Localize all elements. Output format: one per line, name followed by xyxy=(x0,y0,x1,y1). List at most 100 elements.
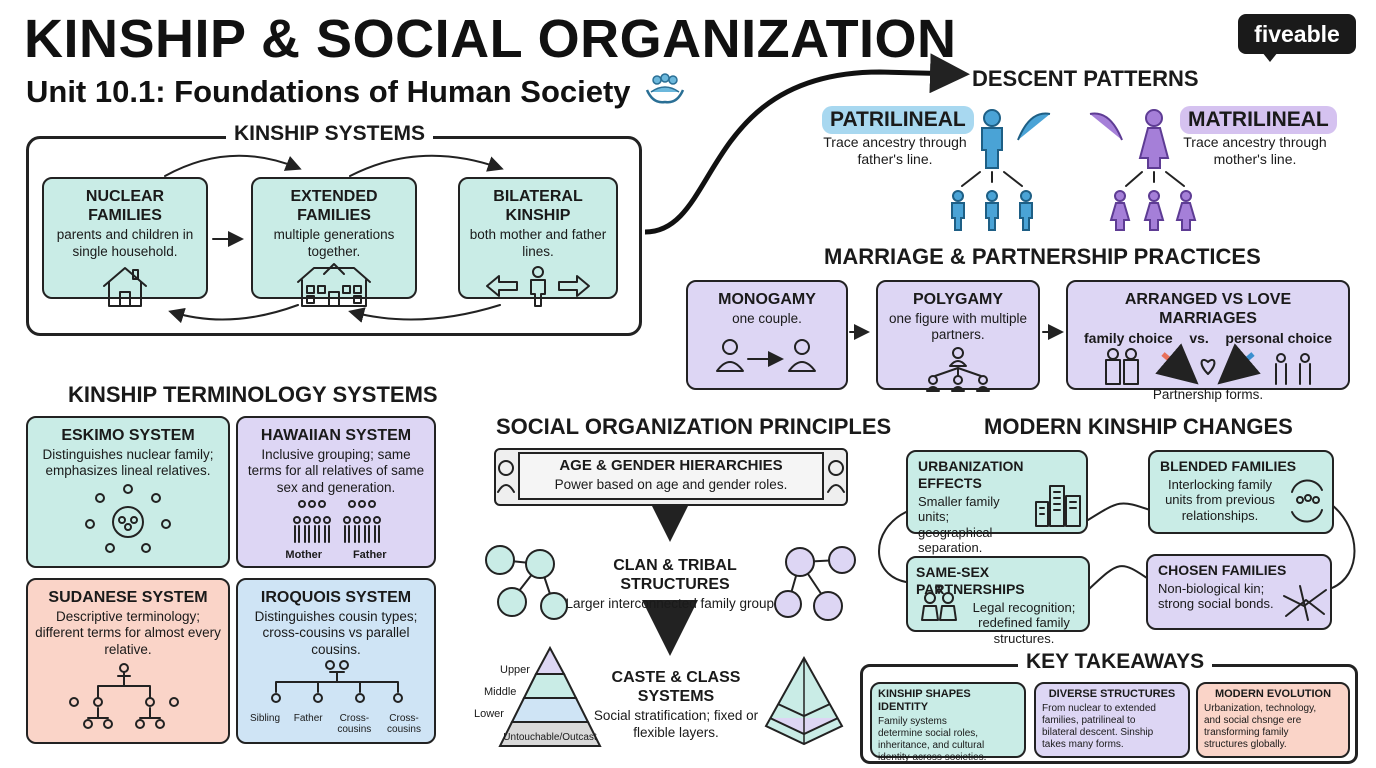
monogamy-text: one couple. xyxy=(732,311,802,327)
matrilineal-label: MATRILINEAL xyxy=(1180,106,1337,134)
same-sex-text: Legal recognition; redefined family stru… xyxy=(972,599,1076,646)
takeaway-evolution-title: MODERN EVOLUTION xyxy=(1214,688,1332,700)
pyramid-lower-label: Lower xyxy=(474,708,504,720)
hawaiian-father-label: Father xyxy=(352,548,387,561)
pyramid-middle-label: Middle xyxy=(484,686,517,698)
hawaiian-mother-label: Mother xyxy=(285,548,323,561)
urbanization-title: URBANIZATION EFFECTS xyxy=(918,458,1024,491)
community-hands-icon xyxy=(646,73,685,104)
eskimo-text: Distinguishes nuclear family; emphasizes… xyxy=(42,447,214,479)
iroquois-text: Distinguishes cousin types; cross-cousin… xyxy=(254,609,418,657)
same-sex-title: SAME-SEX PARTNERSHIPS xyxy=(916,564,1025,597)
eskimo-network-icon xyxy=(85,483,171,553)
clan-network-right xyxy=(774,546,856,621)
monogamy-title: MONOGAMY xyxy=(718,291,816,308)
class-pyramid-3d xyxy=(764,655,844,746)
arranged-footer: Partnership forms. xyxy=(1152,387,1264,403)
caste-text: Social stratification; fixed or flexible… xyxy=(593,708,759,740)
extended-families-box: EXTENDED FAMILIES multiple generations t… xyxy=(251,177,417,307)
pyramid-base-label: Untouchable/Outcast xyxy=(503,732,597,743)
urbanization-text: Smaller family units; geographical separ… xyxy=(918,493,1000,556)
city-buildings-icon xyxy=(1035,485,1081,527)
takeaway-structures-text: From nuclear to extended families, patri… xyxy=(1042,703,1156,751)
same-sex-couple-icon xyxy=(921,584,957,621)
kinship-systems-title: KINSHIP SYSTEMS xyxy=(226,122,433,146)
elder-icon-right xyxy=(827,460,845,493)
clan-block: CLAN & TRIBAL STRUCTURES Larger intercon… xyxy=(560,556,790,613)
large-house-icon xyxy=(297,262,371,307)
polygamy-icon xyxy=(926,346,990,392)
hawaiian-box: HAWAIIAN SYSTEM Inclusive grouping; same… xyxy=(236,416,436,568)
patrilineal-label: PATRILINEAL xyxy=(822,106,974,134)
polygamy-title: POLYGAMY xyxy=(912,291,1004,308)
takeaway-identity-title: KINSHIP SHAPES IDENTITY xyxy=(878,688,971,714)
sudanese-text: Descriptive terminology; different terms… xyxy=(35,609,221,657)
joined-hands-icon xyxy=(1283,585,1327,621)
chosen-title: CHOSEN FAMILIES xyxy=(1158,562,1287,578)
takeaway-structures-title: DIVERSE STRUCTURES xyxy=(1048,688,1176,700)
bilateral-title: BILATERAL KINSHIP xyxy=(493,188,583,225)
hawaiian-group-icon xyxy=(293,499,381,543)
logo-tail xyxy=(1262,52,1278,62)
choice-row: family choice vs. personal choice xyxy=(1074,330,1342,346)
personal-choice: personal choice xyxy=(1225,330,1332,347)
sudanese-box: SUDANESE SYSTEM Descriptive terminology;… xyxy=(26,578,230,744)
marriage-title: MARRIAGE & PARTNERSHIP PRACTICES xyxy=(824,244,1261,269)
nuclear-families-box: NUCLEAR FAMILIES parents and children in… xyxy=(42,177,208,307)
nuclear-title: NUCLEAR FAMILIES xyxy=(85,188,165,225)
blended-family-icon xyxy=(1291,479,1323,523)
elder-icon-left xyxy=(497,460,515,493)
bilateral-text: both mother and father lines. xyxy=(469,227,607,259)
chosen-box: CHOSEN FAMILIES Non-biological kin; stro… xyxy=(1146,554,1332,630)
clan-network-left xyxy=(485,545,568,620)
same-sex-box: SAME-SEX PARTNERSHIPS Legal recognition;… xyxy=(906,556,1090,646)
takeaway-identity: KINSHIP SHAPES IDENTITY Family systems d… xyxy=(870,682,1026,763)
caste-title: CASTE & CLASS SYSTEMS xyxy=(611,669,741,706)
iroquois-label-father: Father xyxy=(293,712,323,724)
age-gender-text: Power based on age and gender roles. xyxy=(554,477,788,492)
takeaway-structures: DIVERSE STRUCTURES From nuclear to exten… xyxy=(1034,682,1190,758)
bilateral-kinship-box: BILATERAL KINSHIP both mother and father… xyxy=(458,177,618,307)
age-gender-title: AGE & GENDER HIERARCHIES xyxy=(559,457,783,474)
clan-title: CLAN & TRIBAL STRUCTURES xyxy=(613,557,737,594)
eskimo-box: ESKIMO SYSTEM Distinguishes nuclear fami… xyxy=(26,416,230,568)
takeaway-evolution-text: Urbanization, technology, and social chs… xyxy=(1204,703,1317,751)
family-choice: family choice xyxy=(1084,330,1173,347)
iroquois-labels: Sibling Father Cross-cousins Cross-cousi… xyxy=(244,713,428,735)
takeaway-evolution: MODERN EVOLUTION Urbanization, technolog… xyxy=(1196,682,1350,758)
arranged-title: ARRANGED VS LOVE MARRIAGES xyxy=(1124,291,1292,328)
iroquois-label-cross2: Cross-cousins xyxy=(387,712,421,735)
terminology-title: KINSHIP TERMINOLOGY SYSTEMS xyxy=(68,382,438,407)
eskimo-title: ESKIMO SYSTEM xyxy=(61,427,195,444)
polygamy-box: POLYGAMY one figure with multiple partne… xyxy=(876,280,1040,392)
iroquois-label-sibling: Sibling xyxy=(250,712,281,724)
caste-block: CASTE & CLASS SYSTEMS Social stratificat… xyxy=(576,668,776,741)
modern-title: MODERN KINSHIP CHANGES xyxy=(984,414,1293,439)
takeaway-identity-text: Family systems determine social roles, i… xyxy=(878,716,987,764)
chosen-text: Non-biological kin; strong social bonds. xyxy=(1158,580,1274,612)
fiveable-logo: fiveable xyxy=(1238,14,1356,54)
subtitle-text: Unit 10.1: Foundations of Human Society xyxy=(26,74,631,109)
blended-text: Interlocking family units from previous … xyxy=(1165,476,1275,523)
vs-label: vs. xyxy=(1189,330,1209,347)
age-gender-inner: AGE & GENDER HIERARCHIES Power based on … xyxy=(518,452,824,500)
monogamy-box: MONOGAMY one couple. xyxy=(686,280,848,390)
takeaways-title: KEY TAKEAWAYS xyxy=(1018,650,1213,674)
arranged-love-box: ARRANGED VS LOVE MARRIAGES family choice… xyxy=(1066,280,1350,402)
blended-box: BLENDED FAMILIES Interlocking family uni… xyxy=(1148,450,1334,534)
matrilineal-family-icon xyxy=(1089,109,1197,231)
sudanese-title: SUDANESE SYSTEM xyxy=(48,589,208,606)
descent-title: DESCENT PATTERNS xyxy=(972,66,1199,91)
house-icon xyxy=(103,266,147,307)
iroquois-label-cross1: Cross-cousins xyxy=(337,712,372,735)
hawaiian-labels: Mother Father xyxy=(244,549,428,561)
person-arrows-icon xyxy=(486,265,590,307)
pyramid-upper-label: Upper xyxy=(500,664,530,676)
iroquois-title: IROQUOIS SYSTEM xyxy=(260,589,412,606)
urbanization-box: URBANIZATION EFFECTS Smaller family unit… xyxy=(906,450,1088,555)
hawaiian-text: Inclusive grouping; same terms for all r… xyxy=(247,447,425,495)
page-title: KINSHIP & SOCIAL ORGANIZATION xyxy=(24,9,957,69)
extended-text: multiple generations together. xyxy=(273,227,395,259)
blended-title: BLENDED FAMILIES xyxy=(1160,458,1297,474)
